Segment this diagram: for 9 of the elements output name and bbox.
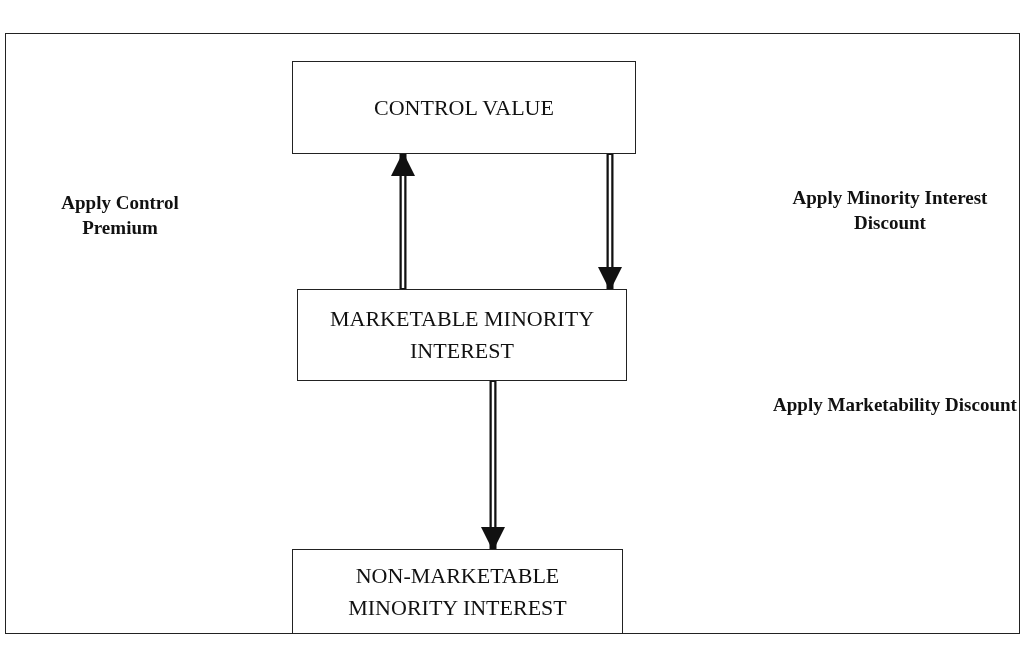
double-line-arrow [481,381,505,551]
double-line-arrow [598,154,622,291]
value-box: NON-MARKETABLE MINORITY INTEREST [292,549,623,634]
value-box: CONTROL VALUE [292,61,636,154]
value-box: MARKETABLE MINORITY INTEREST [297,289,627,381]
double-line-arrow [391,152,415,289]
step-label: Apply Minority Interest Discount [791,186,989,235]
step-label: Apply Control Premium [60,191,180,240]
step-label: Apply Marketability Discount [772,393,1018,417]
